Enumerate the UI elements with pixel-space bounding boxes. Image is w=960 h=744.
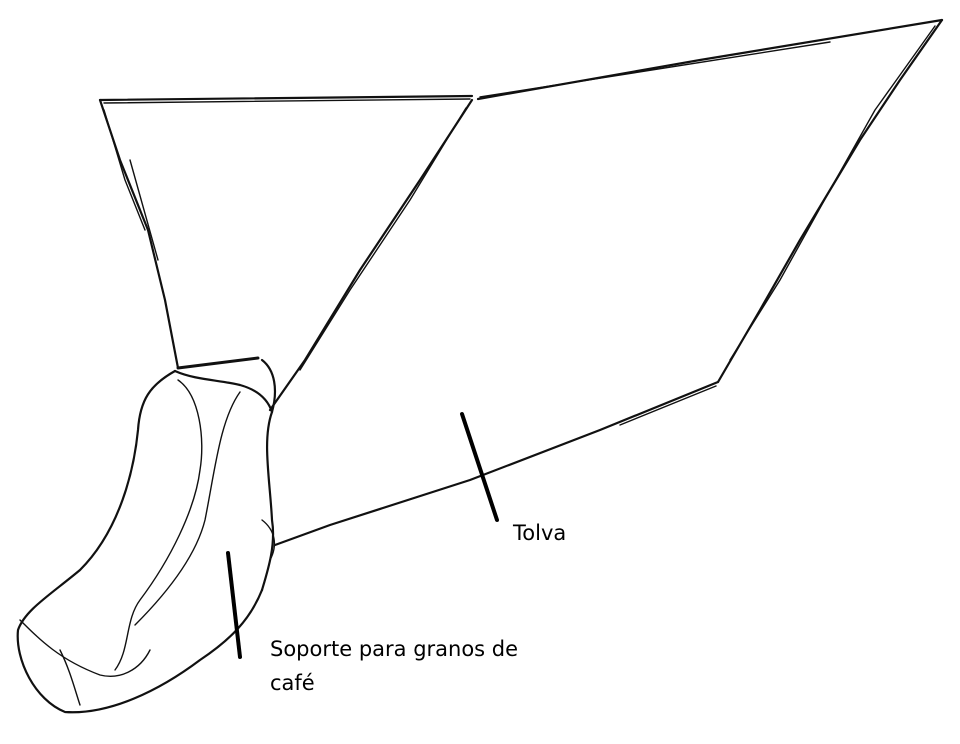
hopper-pointer-line [460,412,499,522]
bean-holder-outline [16,356,277,714]
hopper-outline [98,18,944,547]
bean-holder-label: Soporte para granos de café [270,637,519,695]
hopper-label: Tolva [513,521,567,545]
bean-holder-pointer-line [226,551,242,659]
